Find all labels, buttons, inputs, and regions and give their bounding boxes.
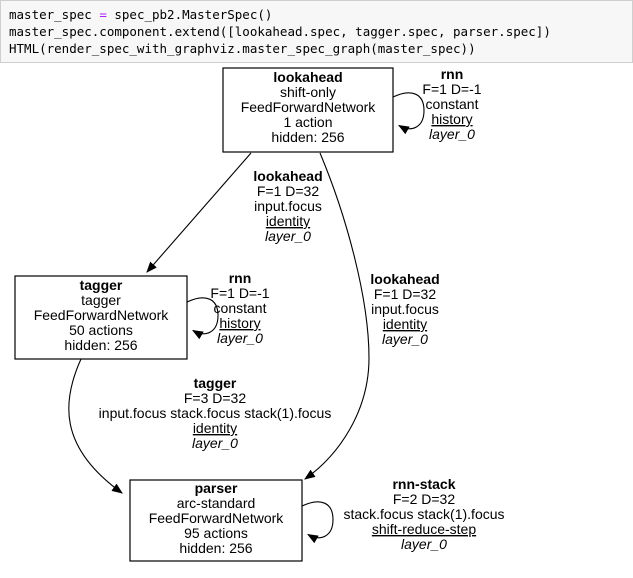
edge-label-layer: layer_0	[429, 126, 475, 142]
edge-label-feature: F=1 D=-1	[210, 285, 269, 301]
node-hidden: hidden: 256	[64, 337, 137, 353]
edge-label-tagger-to-parser: tagger F=3 D=32 input.focus stack.focus …	[99, 375, 332, 451]
code-line: master_spec = spec_pb2.MasterSpec()	[9, 6, 624, 23]
code-line: HTML(render_spec_with_graphviz.master_sp…	[9, 41, 476, 56]
edge-label-feature: F=1 D=32	[257, 183, 319, 199]
edge-label-link: history	[219, 315, 260, 331]
node-actions: 1 action	[283, 114, 332, 130]
code-cell[interactable]: master_spec = spec_pb2.MasterSpec()maste…	[0, 0, 633, 63]
edge-label-layer: layer_0	[401, 536, 447, 552]
node-transition: arc-standard	[177, 495, 256, 511]
edge-label-inputs: constant	[214, 300, 267, 316]
node-box	[222, 67, 394, 153]
code-editor[interactable]: master_spec = spec_pb2.MasterSpec()maste…	[9, 6, 624, 57]
edge-label-title: rnn	[441, 66, 464, 82]
edge-label-lookahead-to-parser: lookahead F=1 D=32 input.focus identity …	[370, 271, 439, 347]
node-hidden: hidden: 256	[179, 540, 252, 556]
edge-label-link: identity	[266, 213, 310, 229]
node-parser: parser arc-standard FeedForwardNetwork 9…	[129, 479, 303, 562]
edge-label-link: identity	[383, 316, 427, 332]
code-line: master_spec.component.extend([lookahead.…	[9, 24, 551, 39]
node-network: FeedForwardNetwork	[149, 510, 285, 526]
edge-label-inputs: constant	[426, 96, 479, 112]
code-token: spec_pb2.MasterSpec()	[106, 7, 273, 22]
edge-lookahead-to-tagger	[146, 152, 252, 273]
edge-label-lookahead-to-tagger: lookahead F=1 D=32 input.focus identity …	[253, 168, 322, 244]
edge-label-link: history	[431, 111, 472, 127]
edge-rnn-stack-self-loop-parser	[301, 501, 334, 544]
node-network: FeedForwardNetwork	[34, 307, 170, 323]
edge-rnn-self-loop-lookahead	[392, 92, 425, 135]
node-box	[129, 479, 303, 562]
edge-label-inputs: input.focus stack.focus stack(1).focus	[99, 405, 332, 421]
edge-tagger-to-parser	[68, 358, 123, 494]
edge-label-rnn-tagger: rnn F=1 D=-1 constant history layer_0	[210, 270, 269, 346]
edge-label-title: tagger	[194, 375, 237, 391]
edge-label-rnn-lookahead: rnn F=1 D=-1 constant history layer_0	[422, 66, 481, 142]
output-area: lookahead shift-only FeedForwardNetwork …	[0, 63, 633, 578]
node-lookahead: lookahead shift-only FeedForwardNetwork …	[222, 67, 394, 153]
edge-lookahead-to-parser	[304, 152, 370, 480]
edge-rnn-self-loop-tagger	[186, 297, 219, 340]
edge-label-inputs: input.focus	[254, 198, 322, 214]
node-box	[14, 275, 188, 360]
code-token: master_spec	[9, 7, 100, 22]
edge-label-layer: layer_0	[192, 435, 238, 451]
node-tagger: tagger tagger FeedForwardNetwork 50 acti…	[14, 275, 188, 360]
master-spec-graph: lookahead shift-only FeedForwardNetwork …	[14, 66, 505, 562]
edge-label-title: lookahead	[370, 271, 439, 287]
edge-label-inputs: input.focus	[371, 301, 439, 317]
node-network: FeedForwardNetwork	[241, 99, 377, 115]
node-actions: 50 actions	[69, 322, 133, 338]
edge-label-title: rnn	[229, 270, 252, 286]
edge-label-rnn-stack-parser: rnn-stack F=2 D=32 stack.focus stack(1).…	[343, 476, 504, 552]
edge-label-title: rnn-stack	[392, 476, 455, 492]
edge-label-link: shift-reduce-step	[372, 521, 476, 537]
edge-label-layer: layer_0	[265, 228, 311, 244]
node-transition: tagger	[81, 292, 121, 308]
edge-label-title: lookahead	[253, 168, 322, 184]
node-actions: 95 actions	[184, 525, 248, 541]
edge-label-inputs: stack.focus stack(1).focus	[343, 506, 504, 522]
node-title: tagger	[80, 277, 123, 293]
node-title: lookahead	[273, 69, 342, 85]
edge-label-layer: layer_0	[217, 330, 263, 346]
edge-label-layer: layer_0	[382, 331, 428, 347]
node-transition: shift-only	[280, 84, 336, 100]
edge-label-feature: F=1 D=32	[374, 286, 436, 302]
edge-label-link: identity	[193, 420, 237, 436]
edge-label-feature: F=3 D=32	[184, 390, 246, 406]
node-hidden: hidden: 256	[271, 129, 344, 145]
edge-label-feature: F=2 D=32	[393, 491, 455, 507]
edge-label-feature: F=1 D=-1	[422, 81, 481, 97]
operator-token: =	[99, 7, 107, 22]
node-title: parser	[195, 480, 238, 496]
